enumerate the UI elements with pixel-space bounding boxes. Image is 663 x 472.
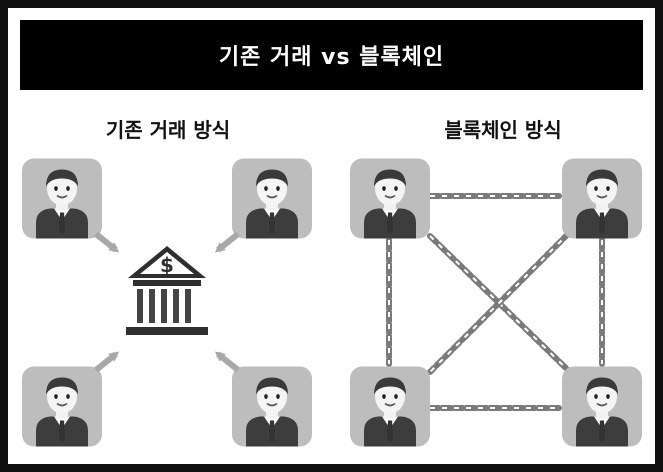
- chain-icon: [427, 229, 573, 375]
- arrow-icon: [94, 231, 120, 253]
- arrow-icon: [214, 351, 240, 373]
- arrow-icon: [214, 231, 240, 253]
- blockchain-diagram: [350, 157, 642, 448]
- person-icon: [562, 157, 642, 240]
- traditional-section-title: 기존 거래 방식: [105, 118, 231, 142]
- person-icon: [232, 365, 312, 448]
- person-icon: [562, 365, 642, 448]
- person-icon: [232, 157, 312, 240]
- page-title: 기존 거래 vs 블록체인: [20, 20, 643, 90]
- dollar-sign: $: [160, 253, 174, 277]
- arrow-icon: [94, 351, 120, 373]
- person-icon: [350, 365, 430, 448]
- bank-icon: [126, 246, 208, 335]
- person-icon: [350, 157, 430, 240]
- traditional-diagram: $: [22, 157, 312, 448]
- figure-frame: 기존 거래 vs 블록체인 기존 거래 방식 블록체인 방식: [8, 8, 655, 464]
- person-icon: [22, 157, 102, 240]
- person-icon: [22, 365, 102, 448]
- blockchain-section-title: 블록체인 방식: [444, 118, 562, 142]
